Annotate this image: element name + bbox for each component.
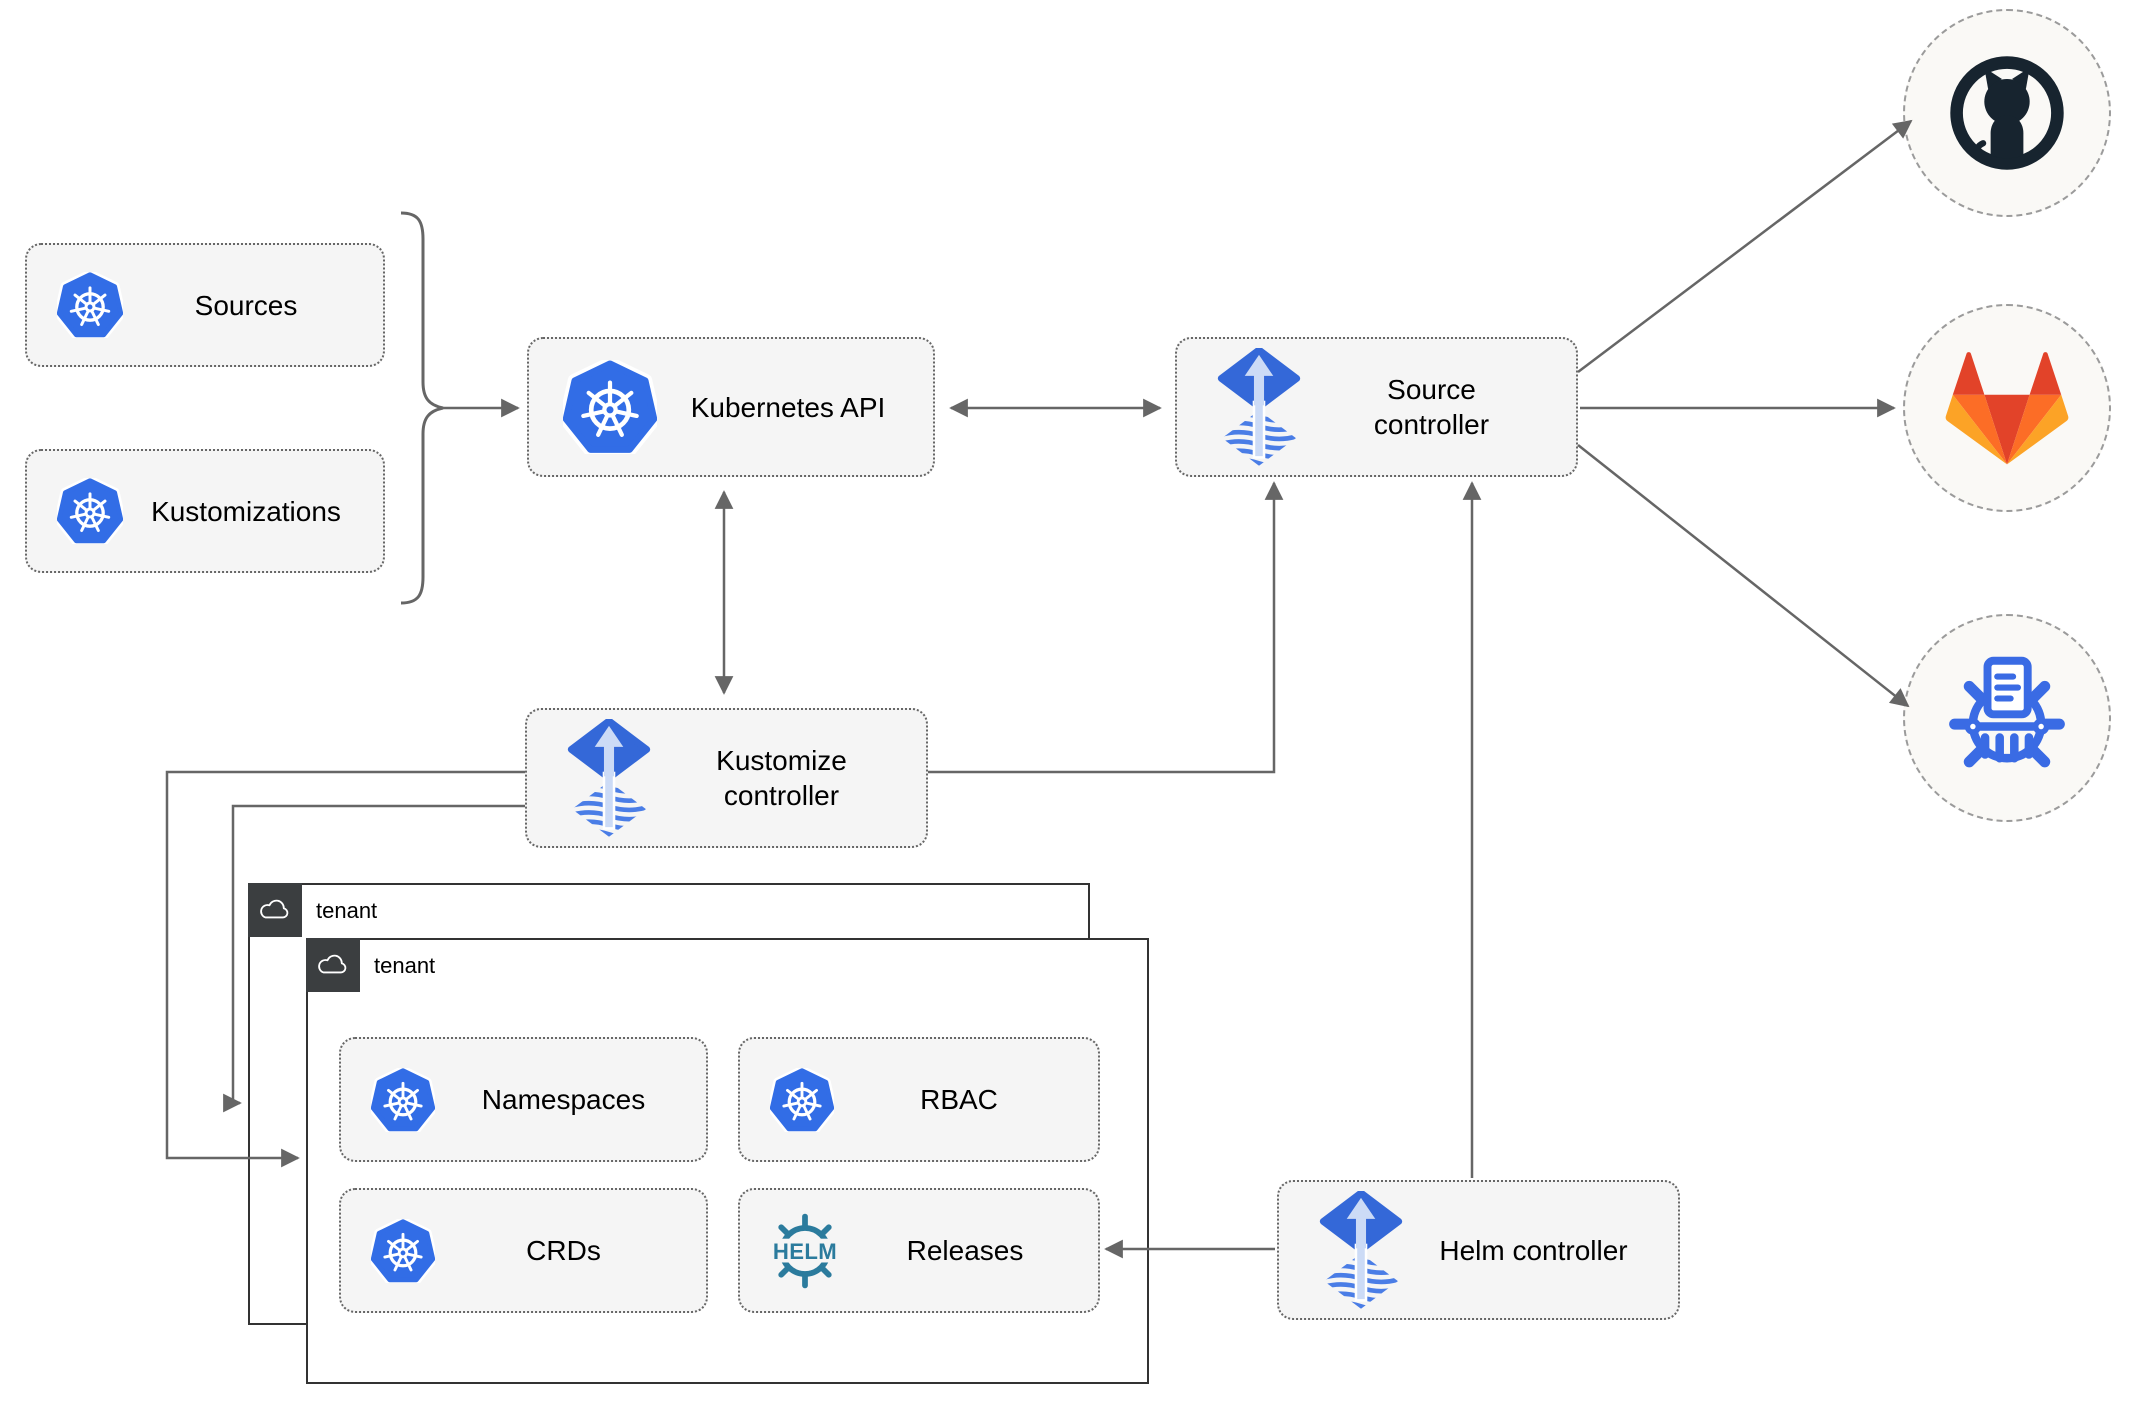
kubernetes-icon bbox=[371, 1068, 435, 1132]
sources-node: Sources bbox=[25, 243, 385, 367]
kubernetes-api-node: Kubernetes API bbox=[527, 337, 935, 477]
node-label: Source controller bbox=[1301, 372, 1576, 442]
tenant-label: tenant bbox=[374, 953, 436, 978]
kustomizations-node: Kustomizations bbox=[25, 449, 385, 573]
gitlab-icon bbox=[1945, 346, 2069, 470]
kustomize-controller-node: Kustomize controller bbox=[525, 708, 928, 848]
crds-node: CRDs bbox=[339, 1188, 708, 1313]
github-icon bbox=[1944, 50, 2070, 176]
tenant-tab bbox=[306, 938, 360, 992]
kubernetes-icon bbox=[57, 272, 123, 338]
kubernetes-icon bbox=[371, 1219, 435, 1283]
arrow-kustomize-to-source bbox=[928, 481, 1284, 774]
node-label-text: Helm controller bbox=[1439, 1234, 1628, 1266]
node-label: Kustomize controller bbox=[651, 743, 926, 813]
arrow-source-to-github bbox=[1577, 119, 1913, 373]
chartmuseum-icon bbox=[1940, 651, 2074, 785]
node-label: Namespaces bbox=[481, 1084, 646, 1115]
kubernetes-icon bbox=[563, 360, 657, 454]
node-label: Sources bbox=[194, 289, 298, 321]
tenant-label: tenant bbox=[316, 898, 378, 923]
source-controller-node: Source controller bbox=[1175, 337, 1578, 477]
node-label: Kustomizations bbox=[151, 495, 341, 527]
rbac-node: RBAC bbox=[738, 1037, 1100, 1162]
cloud-icon bbox=[258, 898, 292, 922]
node-label-text: Kustomize controller bbox=[716, 745, 847, 811]
brace-connector bbox=[400, 211, 444, 605]
namespaces-node: Namespaces bbox=[339, 1037, 708, 1162]
releases-node: Releases bbox=[738, 1188, 1100, 1313]
github-node bbox=[1903, 9, 2111, 217]
node-label-text: Source controller bbox=[1373, 374, 1490, 440]
kubernetes-icon bbox=[57, 478, 123, 544]
helm-controller-node: Helm controller bbox=[1277, 1180, 1680, 1320]
kubernetes-icon bbox=[770, 1068, 834, 1132]
cloud-icon bbox=[316, 953, 350, 977]
flux-icon bbox=[1217, 348, 1301, 466]
flux-icon bbox=[1319, 1191, 1403, 1309]
gitlab-node bbox=[1903, 304, 2111, 512]
flux-icon bbox=[567, 719, 651, 837]
arrow-source-to-helm-repository bbox=[1577, 444, 1910, 708]
node-label: Helm controller bbox=[1403, 1233, 1678, 1268]
node-label: CRDs bbox=[526, 1235, 601, 1266]
tenant-tab bbox=[248, 883, 302, 937]
node-label: RBAC bbox=[920, 1084, 998, 1115]
node-label: Kubernetes API bbox=[690, 391, 886, 423]
node-label: Releases bbox=[906, 1235, 1024, 1266]
helm-repository-node bbox=[1903, 614, 2111, 822]
helm-icon bbox=[764, 1210, 846, 1292]
